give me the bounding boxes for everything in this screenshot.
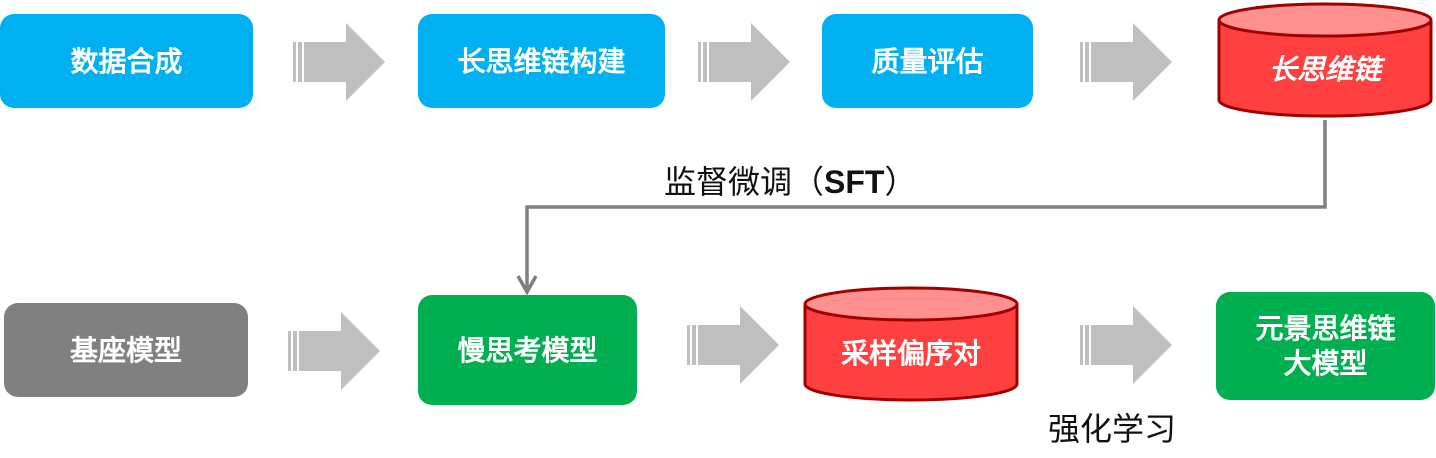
long-cot-store-text: 长思维链 bbox=[1268, 53, 1381, 86]
final-model-label-line1: 元景思维链 bbox=[1255, 312, 1396, 345]
arrow-right-icon bbox=[1080, 306, 1172, 384]
arrow-right-icon bbox=[293, 23, 385, 101]
sft-label-close: ） bbox=[884, 163, 917, 201]
slow-thinking-model-label: 慢思考模型 bbox=[457, 333, 598, 367]
preference-pairs-database-icon bbox=[803, 286, 1019, 402]
data-synthesis-box: 数据合成 bbox=[0, 14, 253, 108]
arrow-right-icon bbox=[698, 23, 790, 101]
long-cot-build-label: 长思维链构建 bbox=[457, 44, 626, 78]
arrow-right-icon bbox=[687, 306, 779, 384]
long-cot-build-box: 长思维链构建 bbox=[418, 14, 665, 108]
data-synthesis-label: 数据合成 bbox=[70, 44, 183, 78]
quality-eval-box: 质量评估 bbox=[822, 14, 1033, 108]
sft-label-en: SFT bbox=[824, 164, 885, 200]
base-model-box: 基座模型 bbox=[4, 303, 248, 397]
quality-eval-label: 质量评估 bbox=[871, 44, 984, 78]
long-cot-database-icon bbox=[1217, 2, 1433, 118]
arrow-right-icon bbox=[288, 312, 380, 390]
sft-label-cn: 监督微调（ bbox=[664, 163, 825, 201]
preference-pairs-label: 采样偏序对 bbox=[803, 322, 1019, 382]
long-cot-store-label: 长思维链 bbox=[1217, 38, 1433, 98]
slow-thinking-model-box: 慢思考模型 bbox=[418, 295, 637, 405]
arrow-right-icon bbox=[1080, 23, 1172, 101]
preference-pairs-text: 采样偏序对 bbox=[840, 337, 981, 370]
rl-label: 强化学习 bbox=[1048, 410, 1177, 448]
base-model-label: 基座模型 bbox=[69, 333, 182, 367]
sft-label: 监督微调（SFT） bbox=[664, 157, 916, 203]
final-model-box: 元景思维链 大模型 bbox=[1216, 292, 1435, 400]
final-model-label-line2: 大模型 bbox=[1283, 347, 1368, 380]
